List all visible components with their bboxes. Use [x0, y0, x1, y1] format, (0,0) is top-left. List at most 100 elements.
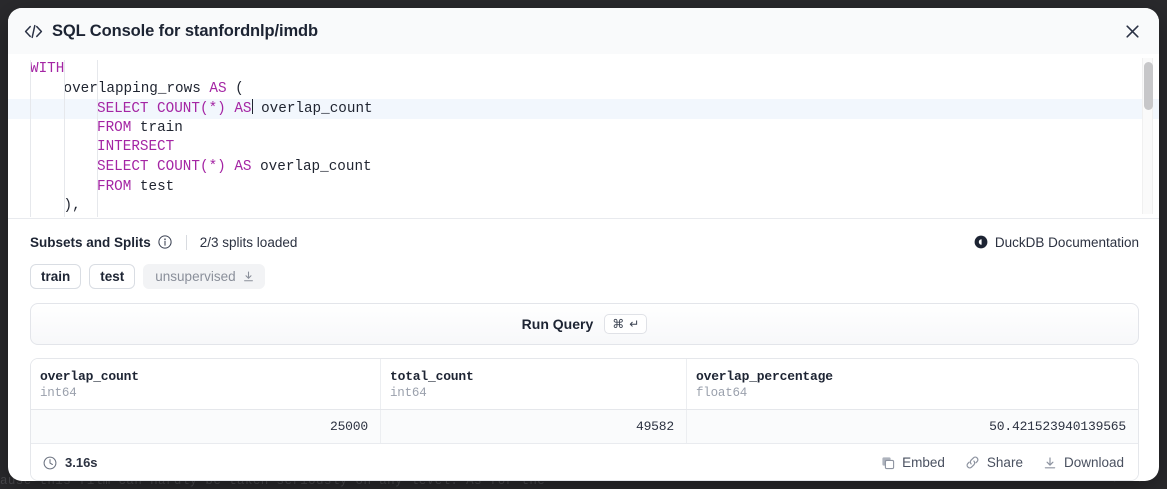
code-token: ),	[63, 198, 81, 215]
code-text: FROM train	[97, 119, 183, 139]
indent-guide	[63, 197, 65, 217]
code-token: FROM	[97, 119, 132, 136]
shortcut-enter-key: ↵	[629, 316, 640, 331]
code-token: INTERSECT	[97, 139, 175, 156]
code-token: overlapping_rows	[63, 80, 210, 97]
sql-console-modal: SQL Console for stanfordnlp/imdb WITH ove…	[8, 8, 1159, 481]
code-line[interactable]: INTERSECT	[8, 138, 1159, 158]
indent-guide	[63, 177, 65, 198]
indent-guide	[97, 118, 98, 139]
run-query-label: Run Query	[521, 315, 594, 332]
subsets-and-splits-label: Subsets and Splits	[30, 234, 151, 250]
code-token: overlap_count	[251, 158, 372, 175]
code-line[interactable]: ),	[8, 197, 1159, 217]
editor-scrollbar[interactable]	[1142, 58, 1153, 214]
code-line[interactable]: SELECT COUNT(*) AS overlap_count	[8, 98, 1159, 120]
splits-loaded-status: 2/3 splits loaded	[199, 234, 298, 250]
code-line[interactable]: overlapping_rows AS (	[8, 79, 1159, 100]
run-query-shortcut: ⌘ ↵	[604, 313, 648, 334]
code-token: (	[199, 100, 209, 117]
code-line[interactable]: WITH	[8, 60, 1159, 80]
split-chip-train[interactable]: train	[30, 264, 82, 289]
code-text: INTERSECT	[97, 138, 174, 158]
indent-guide	[30, 118, 31, 139]
table-cell: 49582	[381, 409, 687, 443]
run-query-button[interactable]: Run Query ⌘ ↵	[30, 303, 1139, 345]
indent-guide	[30, 79, 31, 100]
page-title: SQL Console for stanfordnlp/imdb	[52, 21, 318, 40]
column-type: float64	[696, 385, 748, 400]
code-text: SELECT COUNT(*) AS overlap_count	[97, 98, 373, 120]
table-cell: 25000	[31, 409, 381, 443]
code-token: )	[217, 158, 235, 175]
subsets-and-splits-section: Subsets and Splits 2/3 splits loaded	[8, 219, 1159, 289]
divider	[185, 234, 187, 250]
modal-header: SQL Console for stanfordnlp/imdb	[8, 8, 1159, 54]
column-type: int64	[40, 385, 77, 400]
code-token: test	[131, 178, 175, 195]
footer-actions: Embed Share	[881, 455, 1124, 470]
column-name: total_count	[390, 368, 474, 384]
close-icon[interactable]	[1119, 18, 1145, 44]
duckdb-documentation-label: DuckDB Documentation	[994, 234, 1139, 250]
splits-header-row: Subsets and Splits 2/3 splits loaded	[30, 231, 1139, 253]
indent-guide	[97, 197, 98, 217]
embed-label: Embed	[902, 455, 945, 471]
code-token: SELECT COUNT	[97, 100, 200, 117]
code-token: AS	[209, 80, 227, 97]
code-text: WITH	[30, 60, 64, 80]
code-token: train	[131, 119, 183, 136]
editor-scrollbar-thumb[interactable]	[1144, 62, 1153, 110]
indent-guide	[30, 157, 31, 178]
splits-chip-list: train test unsupervised	[30, 264, 1139, 289]
download-label: Download	[1063, 455, 1124, 471]
query-duration: 3.16s	[43, 455, 98, 470]
code-token: AS	[234, 158, 252, 175]
clock-icon	[43, 456, 57, 470]
copy-icon	[881, 456, 895, 470]
download-icon	[1043, 456, 1057, 470]
split-chip-unsupervised[interactable]: unsupervised	[143, 264, 265, 289]
table-cell: 50.421523940139565	[989, 418, 1126, 434]
indent-guide	[63, 60, 65, 80]
indent-guide	[97, 60, 98, 80]
indent-guide	[63, 157, 65, 178]
text-cursor	[251, 98, 253, 114]
indent-guide	[30, 197, 31, 217]
embed-button[interactable]: Embed	[881, 455, 945, 470]
column-name: overlap_count	[40, 368, 139, 384]
column-type: int64	[390, 385, 427, 400]
code-line[interactable]: FROM test	[8, 177, 1159, 198]
code-line[interactable]: SELECT COUNT(*) AS overlap_count	[8, 157, 1159, 178]
column-name: overlap_percentage	[696, 368, 833, 384]
share-button[interactable]: Share	[965, 455, 1023, 470]
split-chip-label: train	[41, 269, 71, 284]
indent-guide	[63, 99, 65, 119]
indent-guide	[30, 99, 31, 119]
split-chip-test[interactable]: test	[89, 264, 136, 289]
code-token: *	[208, 158, 218, 175]
indent-guide	[63, 79, 65, 100]
share-label: Share	[986, 455, 1023, 471]
code-line[interactable]: FROM train	[8, 118, 1159, 139]
download-button[interactable]: Download	[1043, 455, 1124, 470]
code-token: )	[217, 100, 235, 117]
duckdb-documentation-link[interactable]: DuckDB Documentation	[974, 235, 1139, 250]
code-token: WITH	[30, 61, 65, 77]
code-text: FROM test	[97, 178, 174, 198]
download-icon[interactable]	[242, 270, 255, 283]
code-text: SELECT COUNT(*) AS overlap_count	[97, 158, 372, 178]
info-icon[interactable]	[158, 235, 172, 249]
code-token: (	[226, 80, 244, 97]
link-icon	[965, 455, 980, 470]
indent-guide	[97, 138, 98, 158]
indent-guide	[97, 79, 98, 100]
